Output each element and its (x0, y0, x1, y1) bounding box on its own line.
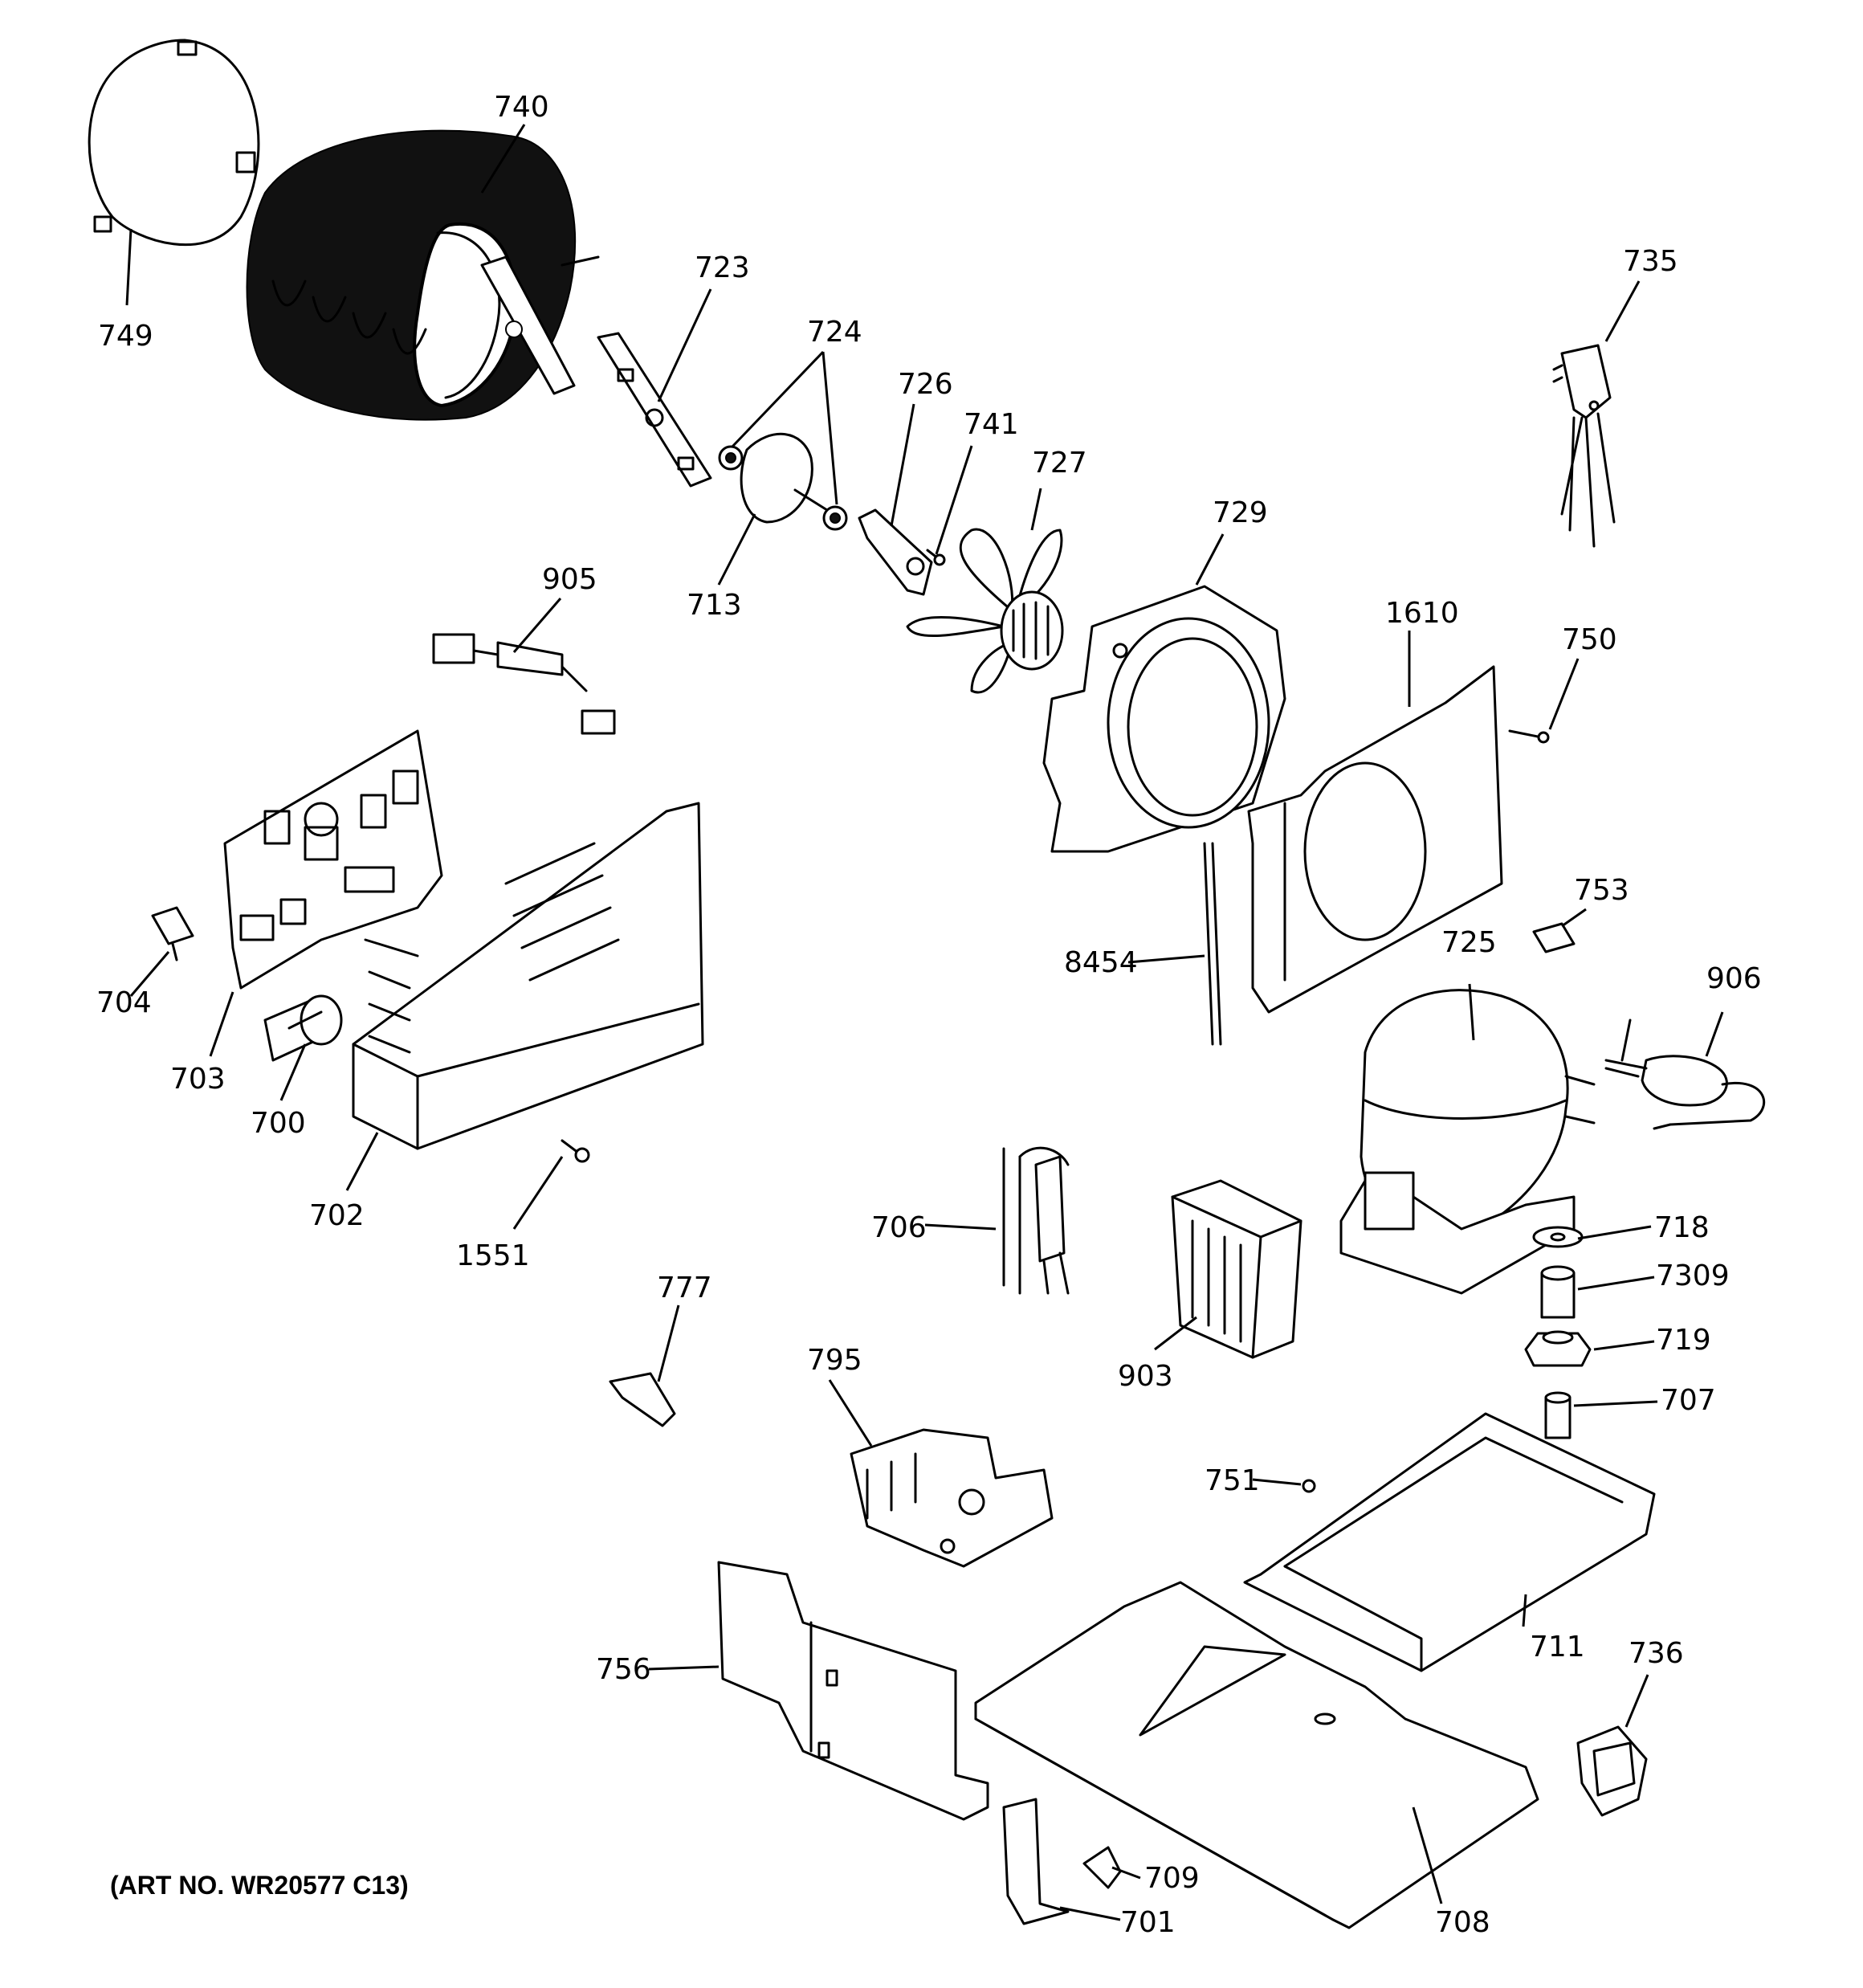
callout-706: 706 (871, 1211, 927, 1244)
part-749-cover (88, 39, 260, 247)
callout-7309: 7309 (1656, 1259, 1730, 1292)
part-718-washer (1532, 1226, 1584, 1248)
callout-713: 713 (687, 589, 742, 622)
part-1610-condenser-panel (1247, 665, 1503, 1014)
part-707-stud (1544, 1391, 1572, 1439)
art-number: (ART NO. WR20577 C13) (110, 1871, 409, 1900)
callout-1610: 1610 (1385, 597, 1459, 630)
callout-704: 704 (96, 986, 152, 1019)
part-741-screw (926, 549, 946, 566)
part-751-screw (1302, 1479, 1316, 1493)
callout-719: 719 (1656, 1324, 1711, 1357)
callout-1551: 1551 (456, 1239, 530, 1272)
callout-711: 711 (1530, 1631, 1585, 1663)
part-905-wire-harness (432, 633, 616, 735)
callout-707: 707 (1661, 1384, 1716, 1417)
part-1551-screw (561, 1139, 590, 1163)
callout-702: 702 (309, 1199, 365, 1232)
callout-906: 906 (1706, 962, 1762, 995)
callout-905: 905 (542, 563, 597, 596)
part-7309-sleeve (1540, 1265, 1576, 1319)
callout-736: 736 (1629, 1637, 1684, 1670)
part-736-rocker-switch (1576, 1725, 1648, 1817)
callout-903: 903 (1118, 1360, 1173, 1393)
callout-labels: 740 749 723 724 726 741 727 713 735 729 … (96, 91, 1762, 1939)
part-753-clip (1532, 922, 1576, 953)
part-704-connector (151, 906, 194, 961)
callout-729: 729 (1213, 496, 1268, 529)
part-700-capacitor (263, 994, 343, 1062)
callout-701: 701 (1120, 1906, 1176, 1939)
part-706-filter-drier (1002, 1146, 1070, 1295)
part-795-valve-assembly (850, 1428, 1054, 1568)
callout-735: 735 (1623, 245, 1678, 278)
callout-703: 703 (170, 1063, 226, 1096)
part-740-condenser-coil (246, 129, 600, 421)
part-735-power-cord (1552, 344, 1616, 548)
part-713-fan-motor (718, 432, 848, 531)
part-702-board-cover (352, 802, 704, 1150)
part-719-grommet (1524, 1330, 1592, 1367)
callout-756: 756 (596, 1653, 651, 1686)
part-906-accumulator (1604, 1018, 1765, 1130)
leader-lines (125, 124, 1724, 1921)
callout-727: 727 (1032, 447, 1087, 480)
part-703-control-board (223, 729, 443, 990)
callout-741: 741 (964, 408, 1019, 441)
callout-724: 724 (807, 316, 862, 349)
part-903-inverter (1171, 1179, 1302, 1359)
part-727-fan-blade (906, 528, 1064, 694)
callout-750: 750 (1562, 623, 1617, 656)
part-729-fan-shroud (1042, 585, 1286, 853)
callout-751: 751 (1205, 1464, 1260, 1497)
callout-795: 795 (807, 1344, 862, 1377)
part-777-bracket (609, 1372, 676, 1427)
callout-709: 709 (1144, 1862, 1200, 1895)
callout-708: 708 (1435, 1906, 1490, 1939)
part-701-bracket (1002, 1798, 1070, 1925)
callout-718: 718 (1654, 1211, 1710, 1244)
callout-726: 726 (898, 368, 953, 401)
part-726-motor-bracket (858, 508, 933, 596)
callout-749: 749 (98, 320, 153, 353)
part-725-compressor (1339, 989, 1596, 1295)
part-8454-gasket-strip (1203, 842, 1222, 1046)
part-756-side-panel (717, 1561, 989, 1821)
callout-723: 723 (695, 251, 750, 284)
callout-700: 700 (251, 1107, 306, 1140)
callout-753: 753 (1574, 874, 1629, 907)
callout-740: 740 (494, 91, 549, 124)
part-750-screw (1508, 729, 1550, 744)
part-723-bracket (597, 332, 712, 488)
part-708-base-pan (974, 1581, 1539, 1929)
callout-725: 725 (1441, 926, 1497, 959)
callout-8454: 8454 (1064, 946, 1138, 979)
part-711-drain-tray (1243, 1412, 1656, 1672)
callout-777: 777 (657, 1272, 712, 1304)
